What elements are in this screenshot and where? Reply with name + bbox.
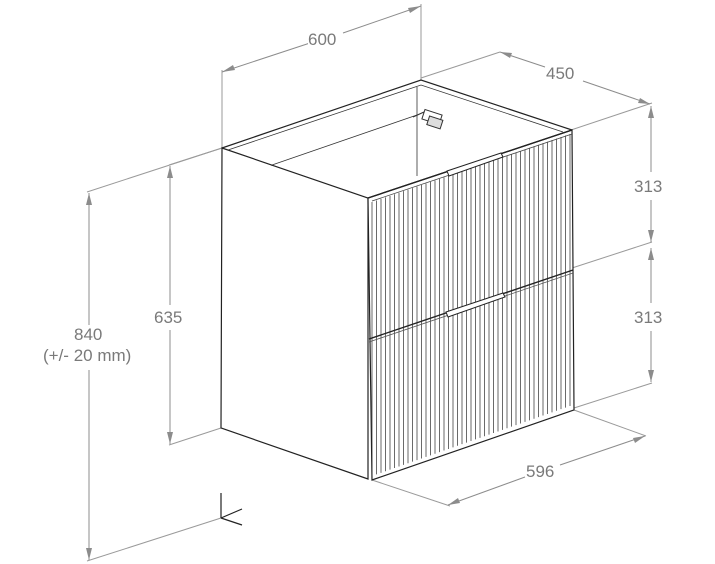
cabinet-side-panel (220, 147, 369, 480)
dim-635-label: 635 (154, 308, 183, 327)
dim-600-label: 600 (308, 30, 337, 49)
dim-596-label: 596 (526, 462, 555, 481)
dim-635 (167, 147, 223, 446)
drawer-handle-lower (445, 292, 506, 318)
dim-840 (86, 147, 223, 562)
dim-313-upper (571, 106, 654, 269)
dim-313-lower (573, 248, 654, 409)
wall-bracket (412, 108, 444, 130)
dim-840-tolerance-label: (+/- 20 mm) (43, 346, 132, 365)
dim-450 (420, 51, 653, 131)
dim-600 (221, 4, 422, 148)
axis-marker (220, 493, 243, 526)
cabinet-top-opening (221, 79, 573, 176)
dim-450-label: 450 (546, 64, 575, 83)
dim-313-upper-label: 313 (634, 177, 663, 196)
dim-313-lower-label: 313 (634, 308, 663, 327)
dim-840-label: 840 (74, 325, 103, 344)
dim-596 (371, 409, 647, 507)
drawer-handle-upper (446, 152, 504, 177)
